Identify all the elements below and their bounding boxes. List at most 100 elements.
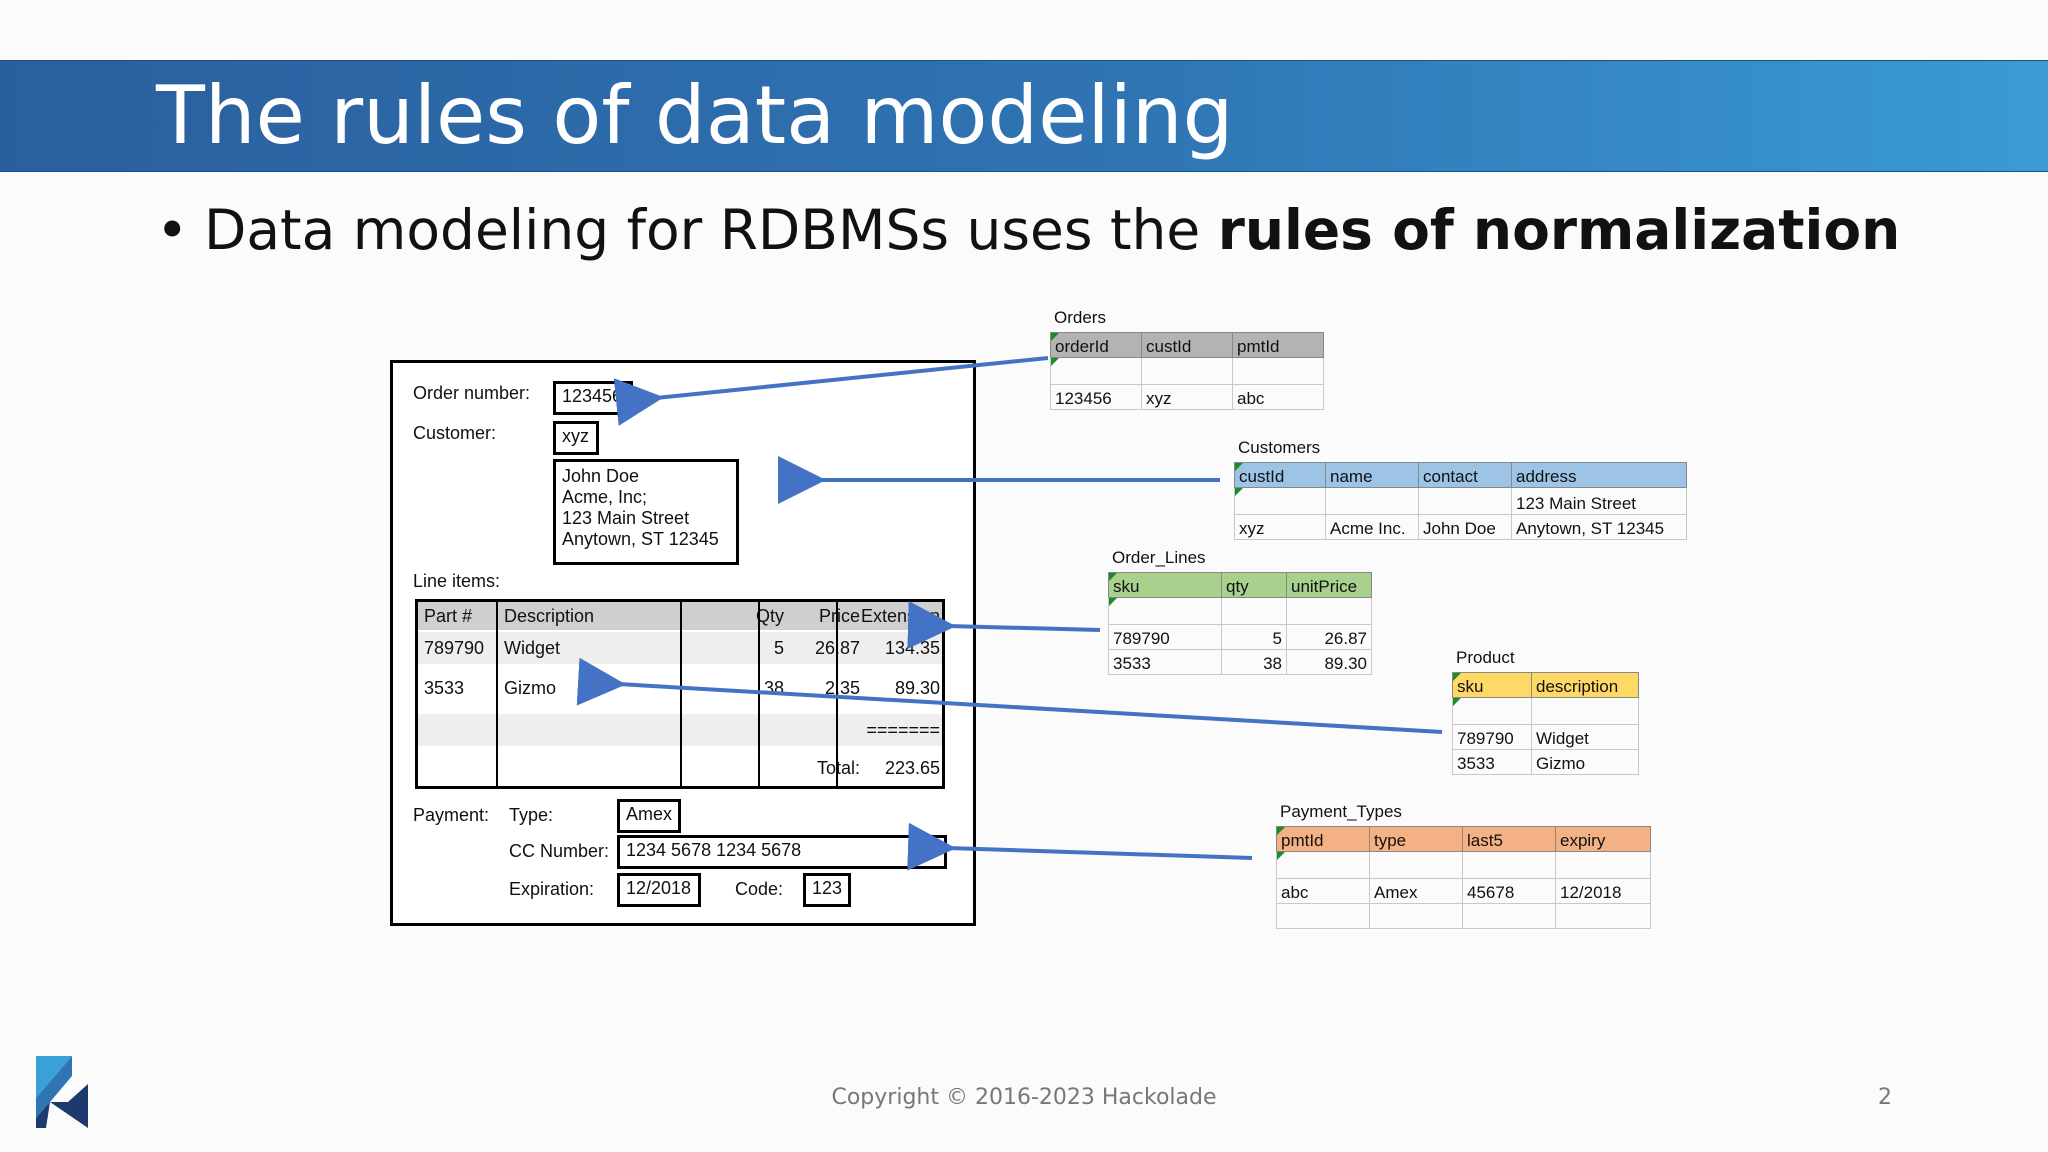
payment-label: Payment:	[413, 805, 490, 825]
column-header: expiry	[1555, 826, 1651, 852]
cell	[1369, 903, 1463, 929]
table-name: Product	[1456, 648, 1515, 667]
page-number: 2	[1878, 1085, 1892, 1110]
cell: Gizmo	[504, 678, 557, 698]
cell	[1555, 851, 1651, 879]
address-line: Anytown, ST 12345	[562, 529, 719, 549]
address-line: Acme, Inc;	[562, 487, 648, 507]
cell	[1418, 487, 1512, 515]
customer-address-box: John Doe Acme, Inc; 123 Main Street Anyt…	[553, 459, 739, 565]
code-label: Code:	[735, 879, 784, 899]
cell	[1555, 903, 1651, 929]
address-line: John Doe	[562, 466, 640, 486]
order-form-mockup: Order number: 123456 Customer: xyz John …	[390, 360, 976, 926]
cell: 3533	[1108, 649, 1222, 675]
cell: Widget	[1531, 724, 1639, 750]
column-header: sku	[1108, 572, 1222, 598]
column-header: sku	[1452, 672, 1532, 698]
table-name: Order_Lines	[1112, 548, 1206, 567]
cell: 26.87	[788, 632, 860, 664]
line-items-table: Part # Description Qty Price Extension 7…	[415, 599, 945, 789]
cell	[1462, 851, 1556, 879]
column-header: Extension	[860, 606, 940, 626]
cell: 38	[1221, 649, 1287, 675]
total-row: Total: 223.65	[418, 752, 942, 784]
customer-label: Customer:	[413, 423, 497, 443]
column-header: unitPrice	[1286, 572, 1372, 598]
cell: Acme Inc.	[1325, 514, 1419, 540]
column-header: pmtId	[1232, 332, 1324, 358]
bullet-text: Data modeling for RDBMSs uses the	[204, 198, 1218, 262]
bullet-bold-text: rules of normalization	[1217, 198, 1901, 262]
cell	[1286, 597, 1372, 625]
cell: 2.35	[824, 678, 860, 698]
cell: 5	[773, 638, 784, 658]
cell: 123456	[1050, 384, 1142, 410]
cell: 89.30	[1286, 649, 1372, 675]
cell	[1141, 357, 1233, 385]
line-items-label: Line items:	[413, 571, 501, 591]
cell: 3533	[424, 678, 465, 698]
column-header: Part #	[424, 606, 473, 626]
table-row	[1276, 851, 1651, 879]
column-header: description	[1531, 672, 1639, 698]
expiration-label: Expiration:	[509, 879, 595, 899]
cell: xyz	[1234, 514, 1326, 540]
table-name: Payment_Types	[1280, 802, 1402, 821]
cell	[1234, 487, 1326, 515]
cell: 5	[1221, 624, 1287, 650]
cell: abc	[1276, 878, 1370, 904]
column-header: Price	[818, 606, 860, 626]
column-divider	[496, 602, 498, 786]
total-label: Total:	[816, 758, 860, 778]
cell	[1232, 357, 1324, 385]
address-line: 123 Main Street	[562, 508, 690, 528]
table-name: Orders	[1054, 308, 1106, 327]
column-divider	[836, 602, 838, 786]
cell	[1276, 903, 1370, 929]
total-value: 223.65	[884, 758, 940, 778]
order-number-box: 123456	[553, 381, 633, 415]
table-row	[1276, 903, 1651, 929]
footer-copyright: Copyright © 2016-2023 Hackolade	[831, 1085, 1217, 1110]
column-header: name	[1325, 462, 1419, 488]
cell	[1276, 851, 1370, 879]
cell: Widget	[504, 638, 561, 658]
column-divider	[758, 602, 760, 786]
title-bar: The rules of data modeling	[0, 60, 2048, 172]
code-box: 123	[803, 873, 851, 907]
cell: Anytown, ST 12345	[1511, 514, 1687, 540]
cell: 26.87	[1286, 624, 1372, 650]
cell: 789790	[424, 638, 485, 658]
cell: Gizmo	[1531, 749, 1639, 775]
column-header: orderId	[1050, 332, 1142, 358]
cell: 3533	[1452, 749, 1532, 775]
cell: 38	[763, 678, 784, 698]
column-header: address	[1511, 462, 1687, 488]
column-header: qty	[1221, 572, 1287, 598]
cell	[1369, 851, 1463, 879]
expiration-box: 12/2018	[617, 873, 701, 907]
table-row	[1108, 597, 1372, 625]
column-divider	[680, 602, 682, 786]
cell: abc	[1232, 384, 1324, 410]
cc-number-box: 1234 5678 1234 5678	[617, 835, 947, 869]
customer-id-box: xyz	[553, 421, 599, 455]
cell	[1462, 903, 1556, 929]
cell	[1452, 697, 1532, 725]
table-row: 123 Main Street	[1234, 487, 1687, 515]
bullet-point: •Data modeling for RDBMSs uses the rules…	[156, 198, 1900, 262]
